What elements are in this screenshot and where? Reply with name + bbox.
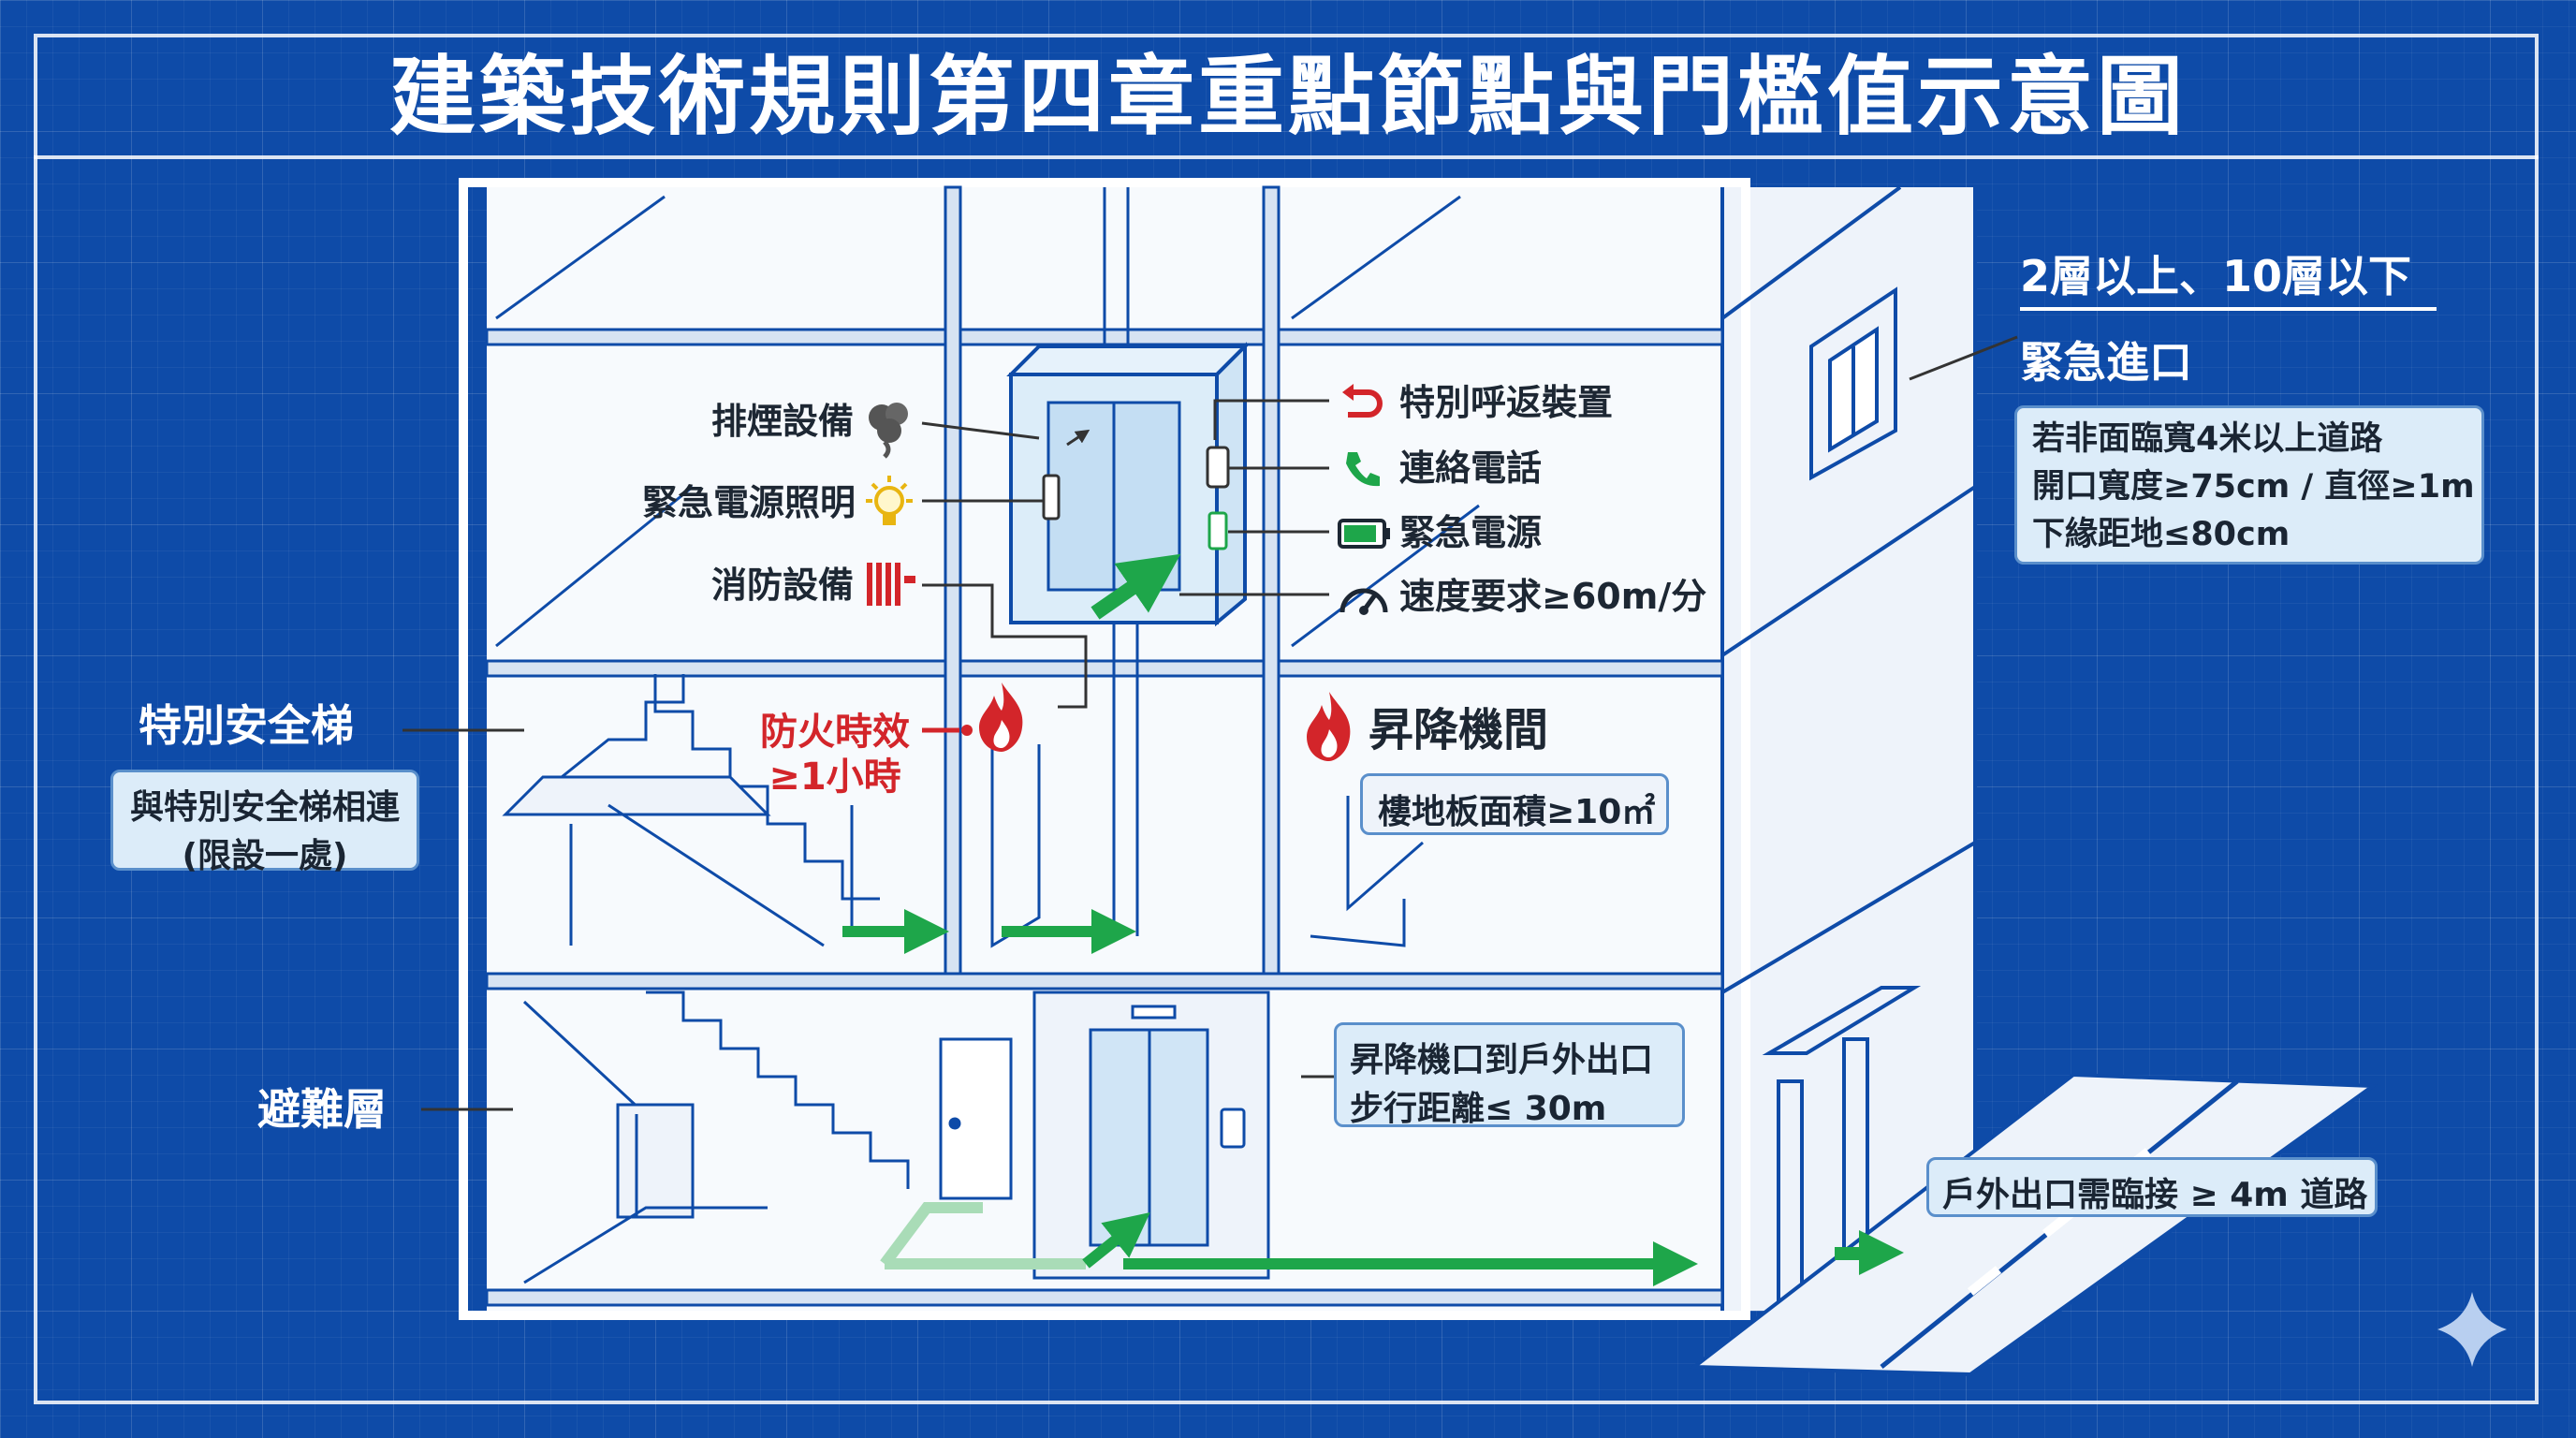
phone-icon	[1339, 445, 1385, 495]
ground-floor-details	[522, 990, 1270, 1284]
fire-equipment-label: 消防設備	[711, 565, 855, 606]
emergency-entrance-title: 緊急進口	[2020, 337, 2192, 388]
speed-requirement-label: 速度要求≥60m/分	[1399, 576, 1707, 617]
emergency-entrance-line3: 下緣距地≤80cm	[2032, 515, 2291, 553]
fire-rating-line2: ≥1小時	[768, 756, 901, 799]
phone-label: 連絡電話	[1399, 448, 1543, 489]
lobby-area-text: 樓地板面積≥10㎡	[1378, 793, 1656, 831]
special-stair-box: 與特別安全梯相連 (限設一處)	[110, 770, 419, 875]
special-stair-line1: 與特別安全梯相連	[129, 788, 400, 827]
road-requirement-box: 戶外出口需臨接 ≥ 4m 道路	[1926, 1157, 2378, 1217]
lightbulb-icon	[861, 473, 917, 542]
refuge-floor-title: 避難層	[257, 1084, 387, 1135]
lobby-fire-icon	[1301, 688, 1357, 767]
walking-distance-box: 昇降機口到戶外出口 步行距離≤ 30m	[1334, 1022, 1685, 1128]
fire-rating-line1: 防火時效	[760, 711, 910, 754]
battery-icon	[1337, 515, 1393, 556]
elevator-lobby-title: 昇降機間	[1368, 704, 1549, 756]
outer-frame	[34, 34, 2539, 1404]
elevator-car	[1006, 342, 1250, 627]
red-line-dash	[922, 721, 978, 743]
fire-icon	[973, 679, 1030, 757]
fire-rating-label: 防火時效 ≥1小時	[760, 710, 910, 800]
speedometer-icon	[1337, 573, 1391, 624]
walking-distance-line2: 步行距離≤ 30m	[1350, 1090, 1607, 1128]
sparkle-icon	[2437, 1292, 2507, 1367]
floor-range-label: 2層以上、10層以下	[2020, 251, 2412, 301]
floor-range-underline	[2020, 307, 2437, 311]
smoke-equipment-label: 排煙設備	[711, 401, 855, 442]
page-title: 建築技術規則第四章重點節點與門檻值示意圖	[388, 47, 2187, 147]
walking-distance-line1: 昇降機口到戶外出口	[1350, 1041, 1654, 1079]
emergency-entrance-line2: 開口寬度≥75cm / 直徑≥1m	[2032, 467, 2475, 506]
smoke-icon	[861, 393, 917, 462]
fire-hose-icon	[861, 557, 917, 617]
exit-canopy	[1762, 986, 1922, 1313]
emergency-lighting-label: 緊急電源照明	[642, 482, 856, 523]
evacuation-arrows	[842, 909, 1904, 1286]
road-requirement-text: 戶外出口需臨接 ≥ 4m 道路	[1942, 1176, 2368, 1214]
special-return-device-label: 特別呼返裝置	[1399, 382, 1614, 423]
special-stair-line2: (限設一處)	[182, 837, 348, 875]
leader-lines	[402, 335, 2018, 1111]
title-divider	[34, 155, 2539, 159]
emergency-entrance-box: 若非面臨寬4米以上道路 開口寬度≥75cm / 直徑≥1m 下緣距地≤80cm	[2014, 405, 2484, 565]
second-floor-details	[502, 674, 1424, 948]
return-arrow-icon	[1339, 379, 1385, 430]
special-stair-title: 特別安全梯	[139, 700, 354, 751]
lobby-area-box: 樓地板面積≥10㎡	[1360, 773, 1669, 835]
emergency-power-label: 緊急電源	[1399, 512, 1543, 553]
emergency-entrance-window	[1809, 286, 1897, 481]
emergency-entrance-line1: 若非面臨寬4米以上道路	[2032, 420, 2383, 458]
